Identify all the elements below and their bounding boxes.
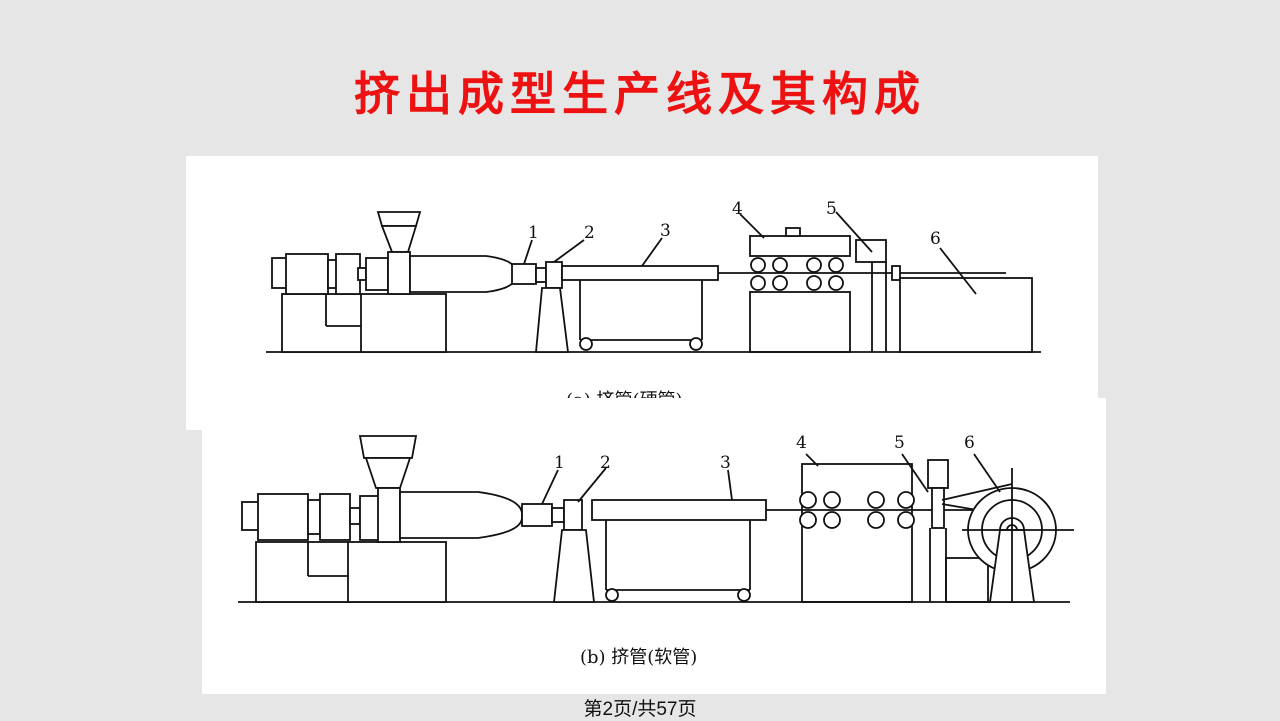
extruder-base (255, 541, 447, 603)
extruder-base (281, 293, 447, 353)
haul-off (801, 463, 913, 603)
figure-b-drawing: 1 2 3 4 5 6 (238, 433, 1074, 603)
label-1: 1 (554, 453, 565, 473)
motor (285, 253, 329, 295)
slide-title: 挤出成型生产线及其构成 (354, 67, 926, 121)
label-3: 3 (660, 221, 671, 241)
sizing-stand (552, 529, 596, 603)
extruder-barrel (409, 255, 517, 293)
figure-b-flexible-pipe-line: 1 2 3 4 5 6 (b) 挤管(软管) (202, 398, 1106, 694)
label-2: 2 (600, 453, 611, 473)
die (521, 503, 553, 527)
hopper (376, 211, 422, 227)
figure-a-rigid-pipe-line: 1 2 3 4 5 6 (a) 挤管(硬管) (186, 156, 1098, 430)
figure-a-drawing: 1 2 3 4 5 6 (266, 199, 1041, 353)
label-2: 2 (584, 223, 595, 243)
label-5: 5 (826, 199, 837, 219)
cutter (927, 459, 949, 489)
sizing-stand (535, 287, 570, 353)
hopper (358, 435, 418, 459)
gearbox (319, 493, 351, 541)
gearbox (335, 253, 361, 295)
cooling-tank (561, 265, 719, 281)
cooling-tank (591, 499, 767, 521)
figure-b-caption: (b) 挤管(软管) (580, 647, 698, 668)
label-4: 4 (796, 433, 807, 453)
page-counter: 第2页/共57页 (583, 699, 697, 720)
extruder-barrel (399, 491, 523, 539)
die (511, 263, 537, 285)
stacker (899, 277, 1033, 353)
label-6: 6 (930, 229, 941, 249)
sizing-sleeve (545, 261, 563, 289)
label-6: 6 (964, 433, 975, 453)
sizing-sleeve (563, 499, 583, 531)
label-3: 3 (720, 453, 731, 473)
label-1: 1 (528, 223, 539, 243)
haul-off-cover (749, 235, 851, 257)
motor (257, 493, 309, 541)
label-4: 4 (732, 199, 743, 219)
label-5: 5 (894, 433, 905, 453)
